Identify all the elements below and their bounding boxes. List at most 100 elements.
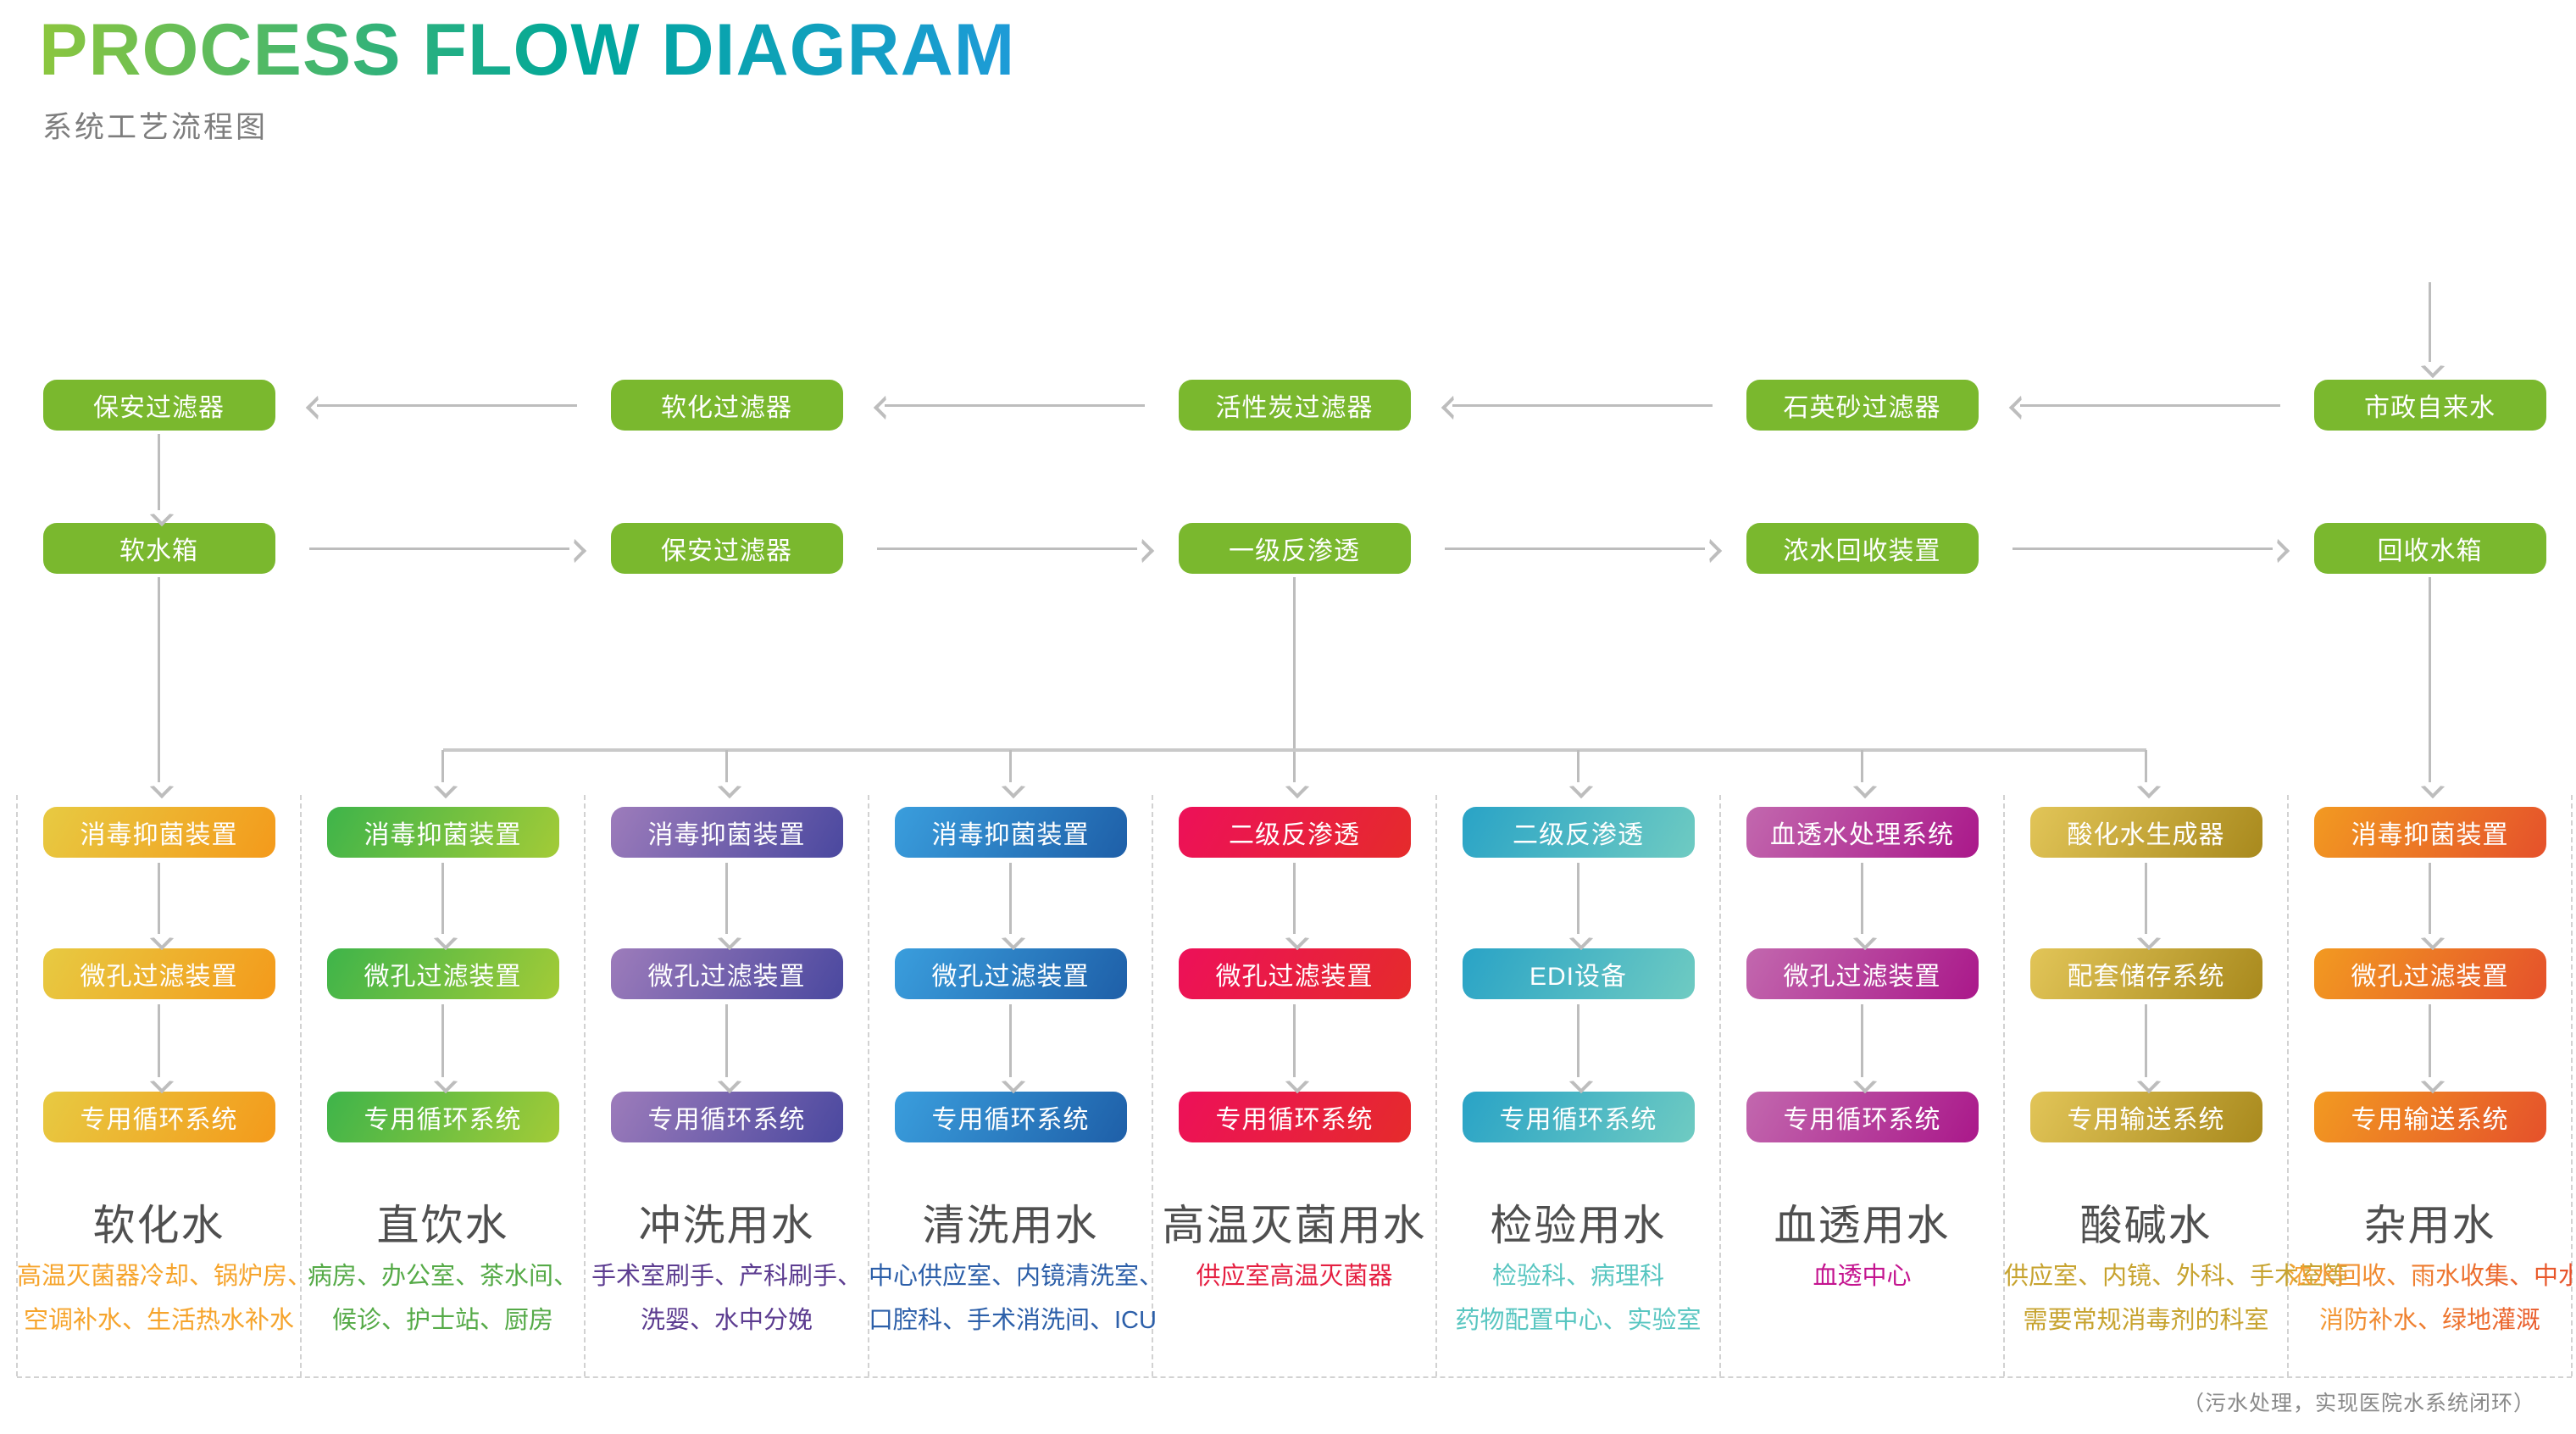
column-desc-line: 药物配置中心、实验室 <box>1455 1307 1702 1334</box>
arrow-line <box>884 403 1145 407</box>
process-box: 微孔过滤装置 <box>326 948 559 999</box>
arrow-line <box>441 1004 444 1077</box>
process-box: 微孔过滤装置 <box>894 948 1127 999</box>
column-separator <box>2571 795 2573 1376</box>
column-desc-line: 供应室高温灭菌器 <box>1196 1263 1393 1290</box>
column-desc-line: 消防补水、绿地灌溉 <box>2318 1307 2540 1334</box>
pretreat-row1-box-0: 保安过滤器 <box>42 380 275 431</box>
column-title: 血透用水 <box>1774 1202 1951 1249</box>
process-box: 消毒抑菌装置 <box>610 807 843 858</box>
arrow-right-icon <box>562 538 586 564</box>
arrow-line <box>1009 863 1012 934</box>
column-separator <box>16 795 18 1376</box>
column-title: 高温灭菌用水 <box>1162 1202 1427 1249</box>
column-separator <box>2287 795 2289 1376</box>
manifold-bar <box>442 748 2146 752</box>
column-separator <box>1152 795 1153 1376</box>
arrow-line <box>725 863 728 934</box>
arrow-line <box>2145 1004 2147 1077</box>
column-separator <box>1719 795 1721 1376</box>
arrow-line <box>158 863 160 934</box>
arrow-down-icon <box>717 774 741 799</box>
column-desc-line: 浓水回收、雨水收集、中水回用、 <box>2288 1263 2576 1290</box>
arrow-down-icon <box>2136 1069 2161 1094</box>
column-desc: 检验科、病理科药物配置中心、实验室 <box>1436 1254 1720 1342</box>
arrow-line <box>441 750 444 782</box>
process-box: 酸化水生成器 <box>2029 807 2262 858</box>
pretreat-row2-box-2: 一级反渗透 <box>1178 523 1411 574</box>
closing-note: （污水处理，实现医院水系统闭环） <box>2182 1392 2535 1415</box>
column-title: 酸碱水 <box>2079 1202 2212 1249</box>
bubble-box: 专用输送系统 <box>2029 1092 2262 1142</box>
arrow-down-icon <box>2136 925 2161 951</box>
arrow-down-icon <box>1568 774 1593 799</box>
arrow-line <box>1009 750 1012 782</box>
process-box: 微孔过滤装置 <box>610 948 843 999</box>
pretreat-row1-box-1: 软化过滤器 <box>610 380 843 431</box>
column-title: 冲洗用水 <box>638 1202 815 1249</box>
arrow-down-icon <box>2136 774 2161 799</box>
arrow-down-icon <box>2420 353 2445 379</box>
process-box: 微孔过滤装置 <box>2313 948 2546 999</box>
bubble-box: 专用循环系统 <box>610 1092 843 1142</box>
arrow-line <box>2145 863 2147 934</box>
arrow-down-icon <box>717 925 741 951</box>
arrow-down-icon <box>1568 925 1593 951</box>
column-separator <box>584 795 586 1376</box>
arrow-line <box>2019 403 2280 407</box>
arrow-down-icon <box>433 1069 458 1094</box>
arrow-line <box>1861 750 1863 782</box>
arrow-line <box>1293 577 1296 782</box>
process-box: 消毒抑菌装置 <box>42 807 275 858</box>
column-title: 清洗用水 <box>922 1202 1099 1249</box>
pretreat-row1-box-3: 石英砂过滤器 <box>1746 380 1979 431</box>
arrow-left-icon <box>305 395 330 420</box>
bubble-box: 专用循环系统 <box>326 1092 559 1142</box>
column-desc: 手术室刷手、产科刷手、洗婴、水中分娩 <box>585 1254 869 1342</box>
bubble-box: 专用循环系统 <box>894 1092 1127 1142</box>
arrow-down-icon <box>433 774 458 799</box>
column-desc-line: 手术室刷手、产科刷手、 <box>591 1263 862 1290</box>
column-desc-line: 病房、办公室、茶水间、 <box>307 1263 578 1290</box>
arrow-right-icon <box>1130 538 1154 564</box>
column-desc: 高温灭菌器冷却、锅炉房、空调补水、生活热水补水 <box>17 1254 313 1342</box>
arrow-line <box>725 750 728 782</box>
arrow-line <box>1577 750 1579 782</box>
bubble-box: 专用循环系统 <box>1462 1092 1695 1142</box>
arrow-line <box>1293 863 1296 934</box>
arrow-right-icon <box>2265 538 2290 564</box>
column-desc: 供应室、内镜、外科、手术室等需要常规消毒剂的科室 <box>2004 1254 2348 1342</box>
arrow-down-icon <box>1852 925 1877 951</box>
process-box: 微孔过滤装置 <box>1746 948 1979 999</box>
column-desc-line: 高温灭菌器冷却、锅炉房、 <box>17 1263 313 1290</box>
column-title: 杂用水 <box>2363 1202 2496 1249</box>
column-title: 软化水 <box>92 1202 225 1249</box>
column-desc: 血透中心 <box>1720 1254 2004 1298</box>
process-box: 微孔过滤装置 <box>42 948 275 999</box>
page-title: PROCESS FLOW DIAGRAM <box>39 9 1016 91</box>
column-desc-line: 口腔科、手术消洗间、ICU <box>869 1307 1157 1334</box>
arrow-down-icon <box>433 925 458 951</box>
column-desc: 病房、办公室、茶水间、候诊、护士站、厨房 <box>301 1254 585 1342</box>
arrow-left-icon <box>1441 395 1465 420</box>
column-separator <box>2003 795 2005 1376</box>
process-box: 配套储存系统 <box>2029 948 2262 999</box>
column-desc-line: 需要常规消毒剂的科室 <box>2023 1307 2269 1334</box>
column-desc: 供应室高温灭菌器 <box>1152 1254 1436 1298</box>
column-desc: 浓水回收、雨水收集、中水回用、消防补水、绿地灌溉 <box>2288 1254 2572 1342</box>
arrow-line <box>1009 1004 1012 1077</box>
process-box: 血透水处理系统 <box>1746 807 1979 858</box>
process-box: 二级反渗透 <box>1178 807 1411 858</box>
arrow-right-icon <box>1697 538 1722 564</box>
pretreat-row2-box-0: 软水箱 <box>42 523 275 574</box>
arrow-line <box>2429 577 2431 782</box>
bubble-box: 专用循环系统 <box>1746 1092 1979 1142</box>
arrow-line <box>1444 547 1705 550</box>
arrow-line <box>308 547 569 550</box>
arrow-line <box>1861 863 1863 934</box>
arrow-down-icon <box>1001 774 1025 799</box>
arrow-down-icon <box>1568 1069 1593 1094</box>
bottom-dashed-line <box>17 1376 2572 1378</box>
arrow-down-icon <box>149 925 174 951</box>
